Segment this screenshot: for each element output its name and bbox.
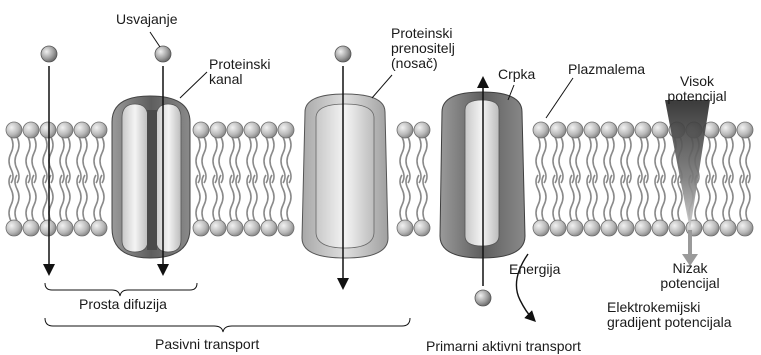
membrane-label: Plazmalema [568,62,645,77]
lipid-head [703,220,719,236]
lipid-head [91,122,107,138]
lipid-head [210,220,226,236]
high-potential-label: Visok potencijal [652,74,742,104]
lipid-head [533,220,549,236]
lipid-head [635,220,651,236]
molecule-carrier [335,46,351,62]
carrier-label-line1: Proteinski [391,26,455,41]
lipid-head [397,122,413,138]
lipid-head [23,220,39,236]
low-potential-line1: Nizak [650,261,730,276]
high-potential-line2: potencijal [652,89,742,104]
lipid-head [618,122,634,138]
uptake-label: Usvajanje [116,12,177,27]
lipid-head [584,220,600,236]
lipid-head [601,122,617,138]
lipid-head [6,122,22,138]
lipid-head [397,220,413,236]
lipid-head [567,220,583,236]
gradient-label-line1: Elektrokemijski [607,300,732,315]
primary-active-transport-label: Primarni aktivni transport [426,339,581,354]
lipid-head [652,122,668,138]
lipid-head [737,220,753,236]
carrier-leader [372,75,392,98]
lipid-head [533,122,549,138]
lipid-head [261,122,277,138]
gradient-label-line2: gradijent potencijala [607,315,732,330]
channel-label-line2: kanal [209,72,270,87]
lipid-head [261,220,277,236]
lipid-head [414,220,430,236]
lipid-head [652,220,668,236]
lipid-head [193,220,209,236]
lipid-head [227,220,243,236]
lipid-head [584,122,600,138]
lipid-head [23,122,39,138]
lipid-head [618,220,634,236]
lipid-head [550,220,566,236]
lipid-head [550,122,566,138]
lipid-head [57,220,73,236]
lipid-head [567,122,583,138]
channel-label: Proteinski kanal [209,57,270,87]
lipid-head [210,122,226,138]
lipid-head [278,220,294,236]
molecule-diffusion [41,46,57,62]
carrier-label-line3: (nosač) [391,56,455,71]
protein-carrier [302,94,388,258]
carrier-label: Proteinski prenositelj (nosač) [391,26,455,71]
lipid-head [737,122,753,138]
channel-leader [180,72,207,98]
energy-label: Energija [509,262,560,277]
carrier-label-line2: prenositelj [391,41,455,56]
lipid-head [278,122,294,138]
lipid-head [244,122,260,138]
molecule-channel [155,46,171,62]
high-potential-line1: Visok [652,74,742,89]
lipid-head [669,220,685,236]
channel-label-line1: Proteinski [209,57,270,72]
lipid-head [244,220,260,236]
gradient-label: Elektrokemijski gradijent potencijala [607,300,732,330]
lipid-head [74,220,90,236]
lipid-head [720,122,736,138]
passive-transport-label: Pasivni transport [155,337,259,352]
low-potential-label: Nizak potencijal [650,261,730,291]
lipid-head [635,122,651,138]
lipid-head [40,122,56,138]
pump-label: Crpka [498,67,535,82]
uptake-leader [150,32,160,47]
simple-diffusion-bracket [45,283,197,296]
lipid-head [40,220,56,236]
lipid-head [91,220,107,236]
lipid-head [57,122,73,138]
simple-diffusion-label: Prosta difuzija [79,297,167,312]
lipid-head [227,122,243,138]
protein-channel [112,96,190,258]
passive-transport-bracket [45,318,410,332]
lipid-head [6,220,22,236]
membrane-leader [546,78,573,118]
lipid-head [193,122,209,138]
low-potential-line2: potencijal [650,276,730,291]
lipid-head [601,220,617,236]
lipid-head [414,122,430,138]
lipid-head [74,122,90,138]
lipid-head [720,220,736,236]
molecule-pump [475,290,491,306]
